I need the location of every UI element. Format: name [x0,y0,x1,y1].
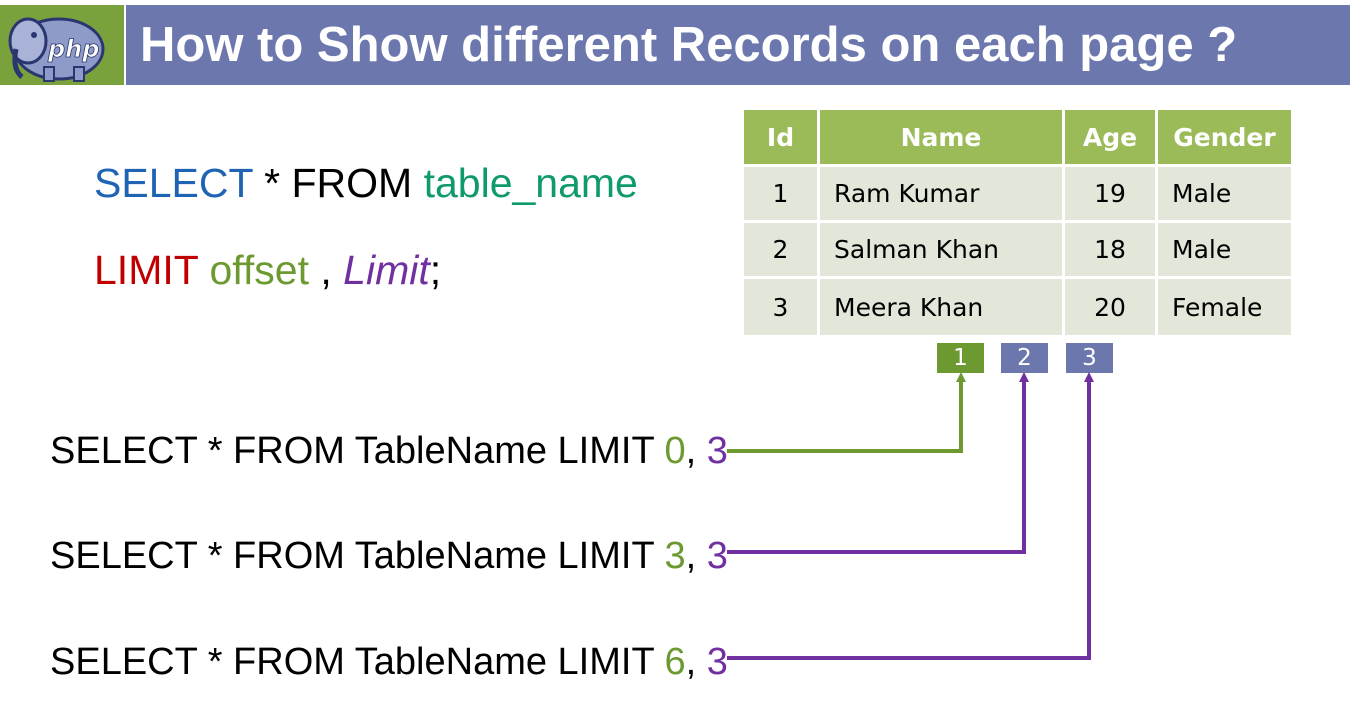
syntax-line-limit: LIMIT offset , Limit; [94,247,441,294]
cell-id: 3 [744,279,820,335]
header-id: Id [744,110,820,167]
cell-name: Ram Kumar [820,167,1065,223]
cell-id: 2 [744,223,820,279]
query-comma: , [685,430,707,472]
query-prefix: SELECT * FROM TableName LIMIT [50,430,665,472]
arrow-query-2-to-page-2 [727,372,1029,554]
table-header-row: Id Name Age Gender [744,110,1291,167]
page-title: How to Show different Records on each pa… [140,18,1238,72]
arrow-query-3-to-page-3 [727,372,1094,660]
query-comma: , [685,641,707,683]
query-limit: 3 [706,641,728,683]
arrow-query-1-to-page-1 [727,372,966,453]
table-row: 1 Ram Kumar 19 Male [744,167,1291,223]
syntax-select-keyword: SELECT [94,160,253,206]
syntax-select-middle: * FROM [252,160,424,206]
cell-age: 18 [1065,223,1158,279]
php-elephant-logo-icon: php [8,17,105,82]
cell-name: Meera Khan [820,279,1065,335]
syntax-offset: offset [198,247,309,293]
cell-gender: Female [1158,279,1291,335]
header-age: Age [1065,110,1158,167]
logo-text: php [47,35,99,63]
query-line-3: SELECT * FROM TableName LIMIT 6, 3 [50,641,728,684]
header-gender: Gender [1158,110,1291,167]
cell-name: Salman Khan [820,223,1065,279]
query-limit: 3 [706,535,728,577]
syntax-limit-param: Limit [343,247,430,293]
syntax-separator: , [308,247,344,293]
cell-id: 1 [744,167,820,223]
query-offset: 0 [664,430,686,472]
cell-age: 20 [1065,279,1158,335]
syntax-line-select: SELECT * FROM table_name [94,160,638,207]
query-prefix: SELECT * FROM TableName LIMIT [50,641,665,683]
cell-gender: Male [1158,167,1291,223]
syntax-end: ; [429,247,442,293]
query-prefix: SELECT * FROM TableName LIMIT [50,535,665,577]
syntax-limit-keyword: LIMIT [94,247,199,293]
cell-gender: Male [1158,223,1291,279]
php-logo-box: php [0,5,124,85]
page-button-1[interactable]: 1 [937,343,984,373]
query-line-2: SELECT * FROM TableName LIMIT 3, 3 [50,535,728,578]
syntax-table-name: table_name [423,160,638,206]
header-name: Name [820,110,1065,167]
title-bar: How to Show different Records on each pa… [126,5,1350,85]
query-line-1: SELECT * FROM TableName LIMIT 0, 3 [50,430,728,473]
query-limit: 3 [706,430,728,472]
query-offset: 3 [664,535,686,577]
table-row: 3 Meera Khan 20 Female [744,279,1291,335]
page-button-2[interactable]: 2 [1001,343,1048,373]
query-comma: , [685,535,707,577]
query-offset: 6 [664,641,686,683]
records-table: Id Name Age Gender 1 Ram Kumar 19 Male 2… [744,110,1291,335]
table-row: 2 Salman Khan 18 Male [744,223,1291,279]
cell-age: 19 [1065,167,1158,223]
page-button-3[interactable]: 3 [1066,343,1113,373]
